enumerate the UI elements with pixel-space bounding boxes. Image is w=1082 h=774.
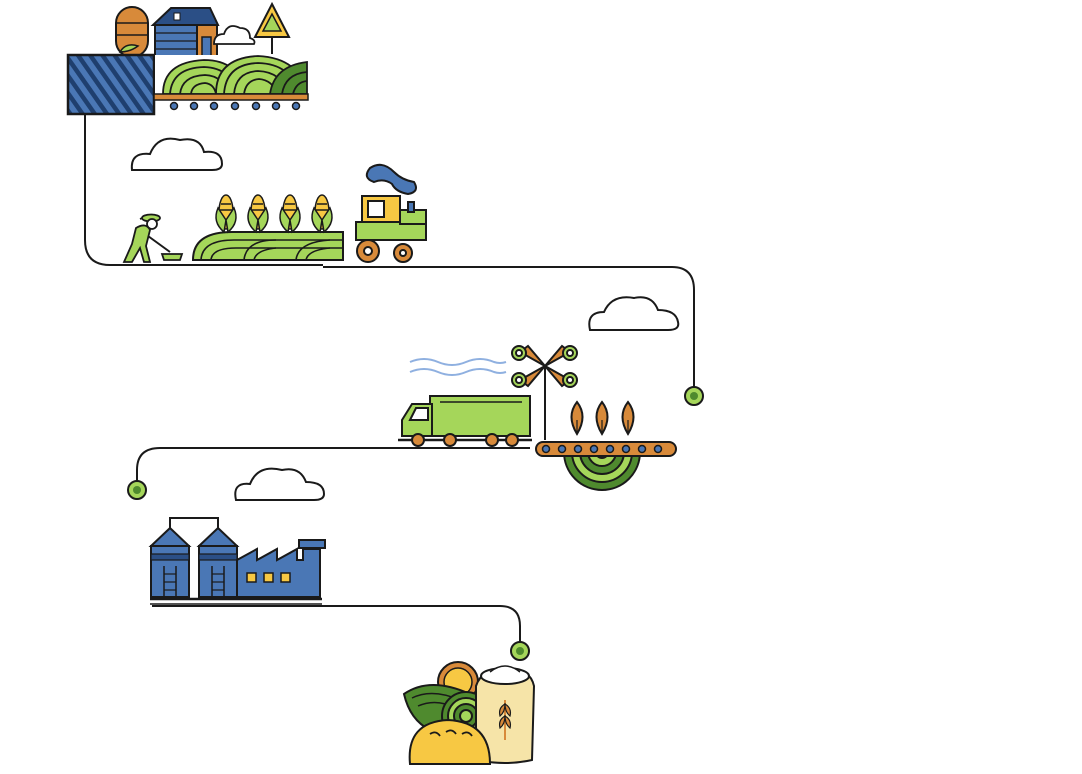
bread-icon (408, 718, 492, 765)
connector-node (684, 386, 704, 406)
corn-row (191, 231, 344, 261)
grain-mound (562, 451, 642, 491)
truck-icon (398, 395, 532, 447)
factory-icon (148, 467, 326, 605)
house-icon (150, 7, 220, 57)
green-hills (155, 55, 309, 95)
cloud-icon (234, 467, 326, 501)
cloud-icon (130, 137, 224, 171)
farmer-icon (122, 213, 184, 263)
farm-icon (66, 1, 309, 116)
flour-sack-icon (475, 665, 536, 764)
harvest-icon (122, 137, 427, 263)
silo-icon (196, 526, 240, 598)
conveyor-belt (535, 441, 677, 457)
tractor-icon (355, 163, 427, 263)
processing-icon (398, 296, 680, 491)
cloud-icon (213, 25, 256, 45)
seed-icon (570, 400, 635, 436)
striped-field (66, 53, 156, 116)
food-products-icon (402, 661, 536, 765)
windmill-icon (511, 344, 578, 440)
connector-path (84, 114, 695, 644)
wind-icon (409, 358, 507, 376)
corn-icon (215, 194, 333, 234)
silo-icon (148, 526, 192, 598)
connector-node (510, 641, 530, 661)
connector-node (127, 480, 147, 500)
tree-icon (253, 1, 291, 54)
cloud-icon (588, 296, 680, 331)
